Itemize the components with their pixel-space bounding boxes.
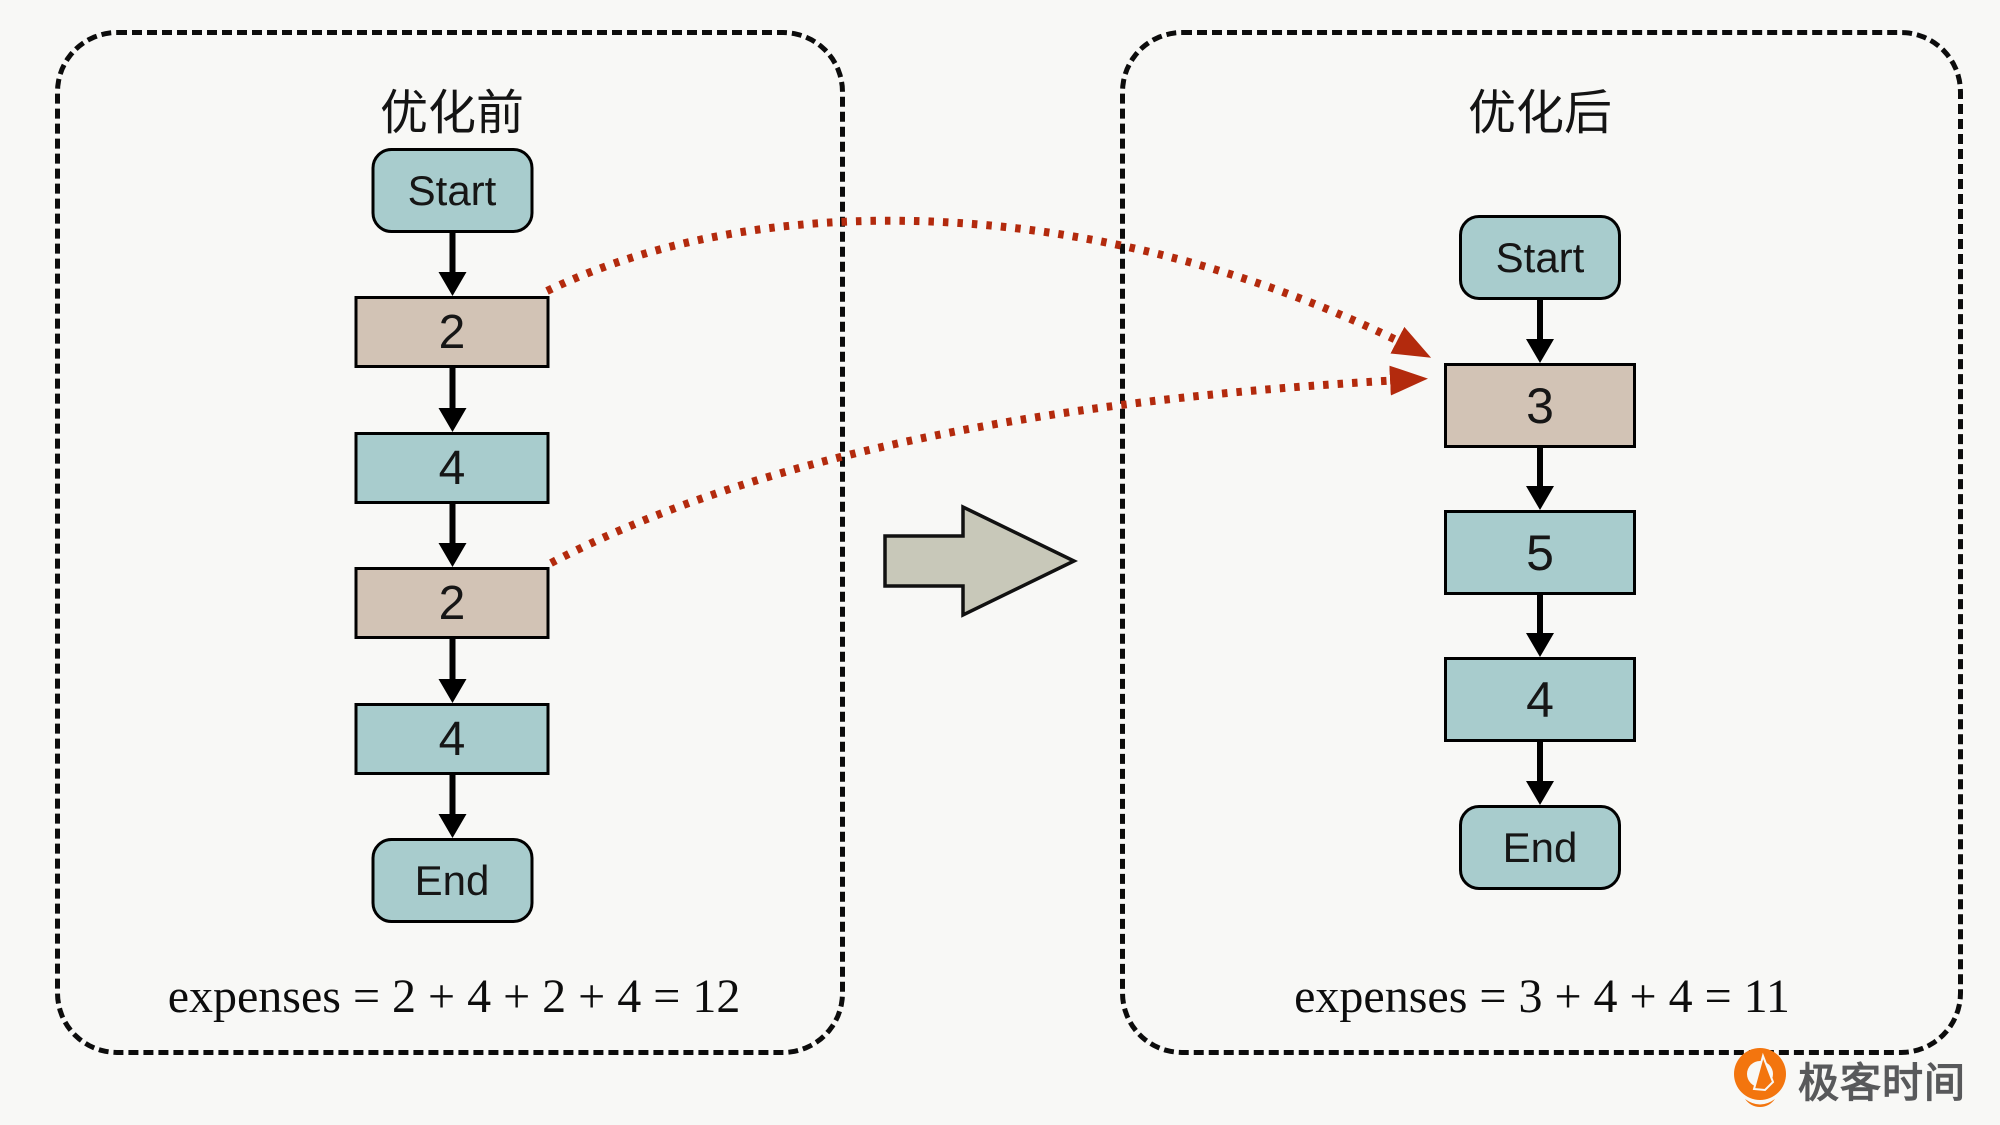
down-arrow-icon (1526, 595, 1554, 657)
down-arrow-icon (1526, 300, 1554, 363)
geektime-logo: 极客时间 (1730, 1046, 1966, 1112)
flowchart-after: Start 3 5 4 End (1444, 215, 1636, 890)
panel-before-optimization: 优化前 Start 2 4 2 4 End expenses = 2 + 4 +… (55, 30, 845, 1055)
node-start: Start (1459, 215, 1621, 300)
panel-after-title: 优化后 (1467, 87, 1613, 140)
expenses-formula-after: expenses = 3 + 4 + 4 = 11 (1294, 970, 1790, 1023)
node-cost-2a: 2 (354, 296, 550, 368)
down-arrow-icon (438, 368, 466, 432)
node-start: Start (371, 148, 533, 233)
down-arrow-icon (1526, 742, 1554, 805)
down-arrow-icon (1526, 448, 1554, 510)
panel-after-optimization: 优化后 Start 3 5 4 End expenses = 3 + 4 + 4… (1120, 30, 1963, 1055)
down-arrow-icon (438, 504, 466, 567)
geektime-logo-icon (1734, 1048, 1786, 1107)
geektime-logo-text: 极客时间 (1798, 1060, 1966, 1106)
node-end: End (1459, 805, 1621, 890)
node-cost-2b: 2 (354, 567, 550, 639)
node-cost-4: 4 (1444, 657, 1636, 742)
node-cost-5: 5 (1444, 510, 1636, 595)
down-arrow-icon (438, 639, 466, 703)
node-cost-3: 3 (1444, 363, 1636, 448)
node-cost-4b: 4 (354, 703, 550, 775)
flowchart-before: Start 2 4 2 4 End (354, 148, 550, 923)
expenses-formula-before: expenses = 2 + 4 + 2 + 4 = 12 (167, 970, 741, 1023)
down-arrow-icon (438, 233, 466, 296)
block-arrow-icon (883, 504, 1079, 618)
panel-before-title: 优化前 (379, 87, 525, 140)
down-arrow-icon (438, 775, 466, 838)
node-end: End (371, 838, 533, 923)
node-cost-4a: 4 (354, 432, 550, 504)
